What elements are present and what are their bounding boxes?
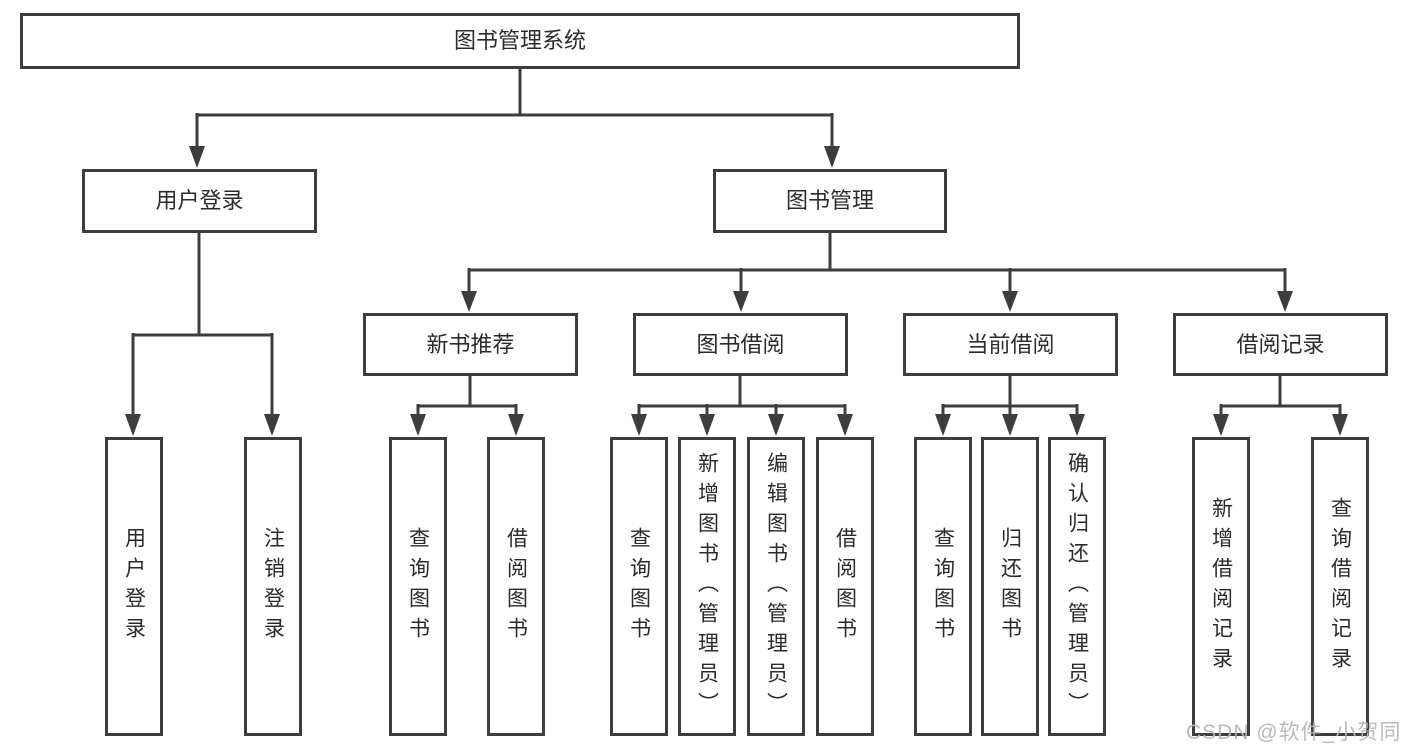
node-book-borrowing: 图书借阅 — [633, 313, 848, 376]
node-leaf-add-borrow-record: 新增借阅记录 — [1192, 437, 1250, 736]
node-leaf-user-login: 用户登录 — [105, 437, 163, 736]
node-leaf-logout: 注销登录 — [244, 437, 302, 736]
node-leaf-borrow-books-recommend: 借阅图书 — [487, 437, 545, 736]
node-leaf-query-books-current: 查询图书 — [914, 437, 972, 736]
node-leaf-edit-book-admin: 编辑图书（管理员） — [747, 437, 805, 736]
node-current-borrowing: 当前借阅 — [903, 313, 1118, 376]
node-leaf-query-books-recommend: 查询图书 — [389, 437, 447, 736]
node-borrowing-records: 借阅记录 — [1173, 313, 1388, 376]
csdn-watermark: CSDN @软件_小贺同学 — [1186, 721, 1402, 744]
node-book-management-module: 图书管理 — [713, 169, 947, 233]
node-leaf-add-book-admin: 新增图书（管理员） — [678, 437, 736, 736]
node-leaf-return-books: 归还图书 — [981, 437, 1039, 736]
node-leaf-confirm-return-admin: 确认归还（管理员） — [1048, 437, 1106, 736]
node-leaf-borrow-books-borrowing: 借阅图书 — [816, 437, 874, 736]
node-leaf-query-borrow-record: 查询借阅记录 — [1311, 437, 1369, 736]
node-library-management-system: 图书管理系统 — [20, 13, 1020, 69]
node-user-login-module: 用户登录 — [82, 169, 317, 233]
node-new-book-recommend: 新书推荐 — [363, 313, 578, 376]
node-leaf-query-books-borrowing: 查询图书 — [610, 437, 668, 736]
